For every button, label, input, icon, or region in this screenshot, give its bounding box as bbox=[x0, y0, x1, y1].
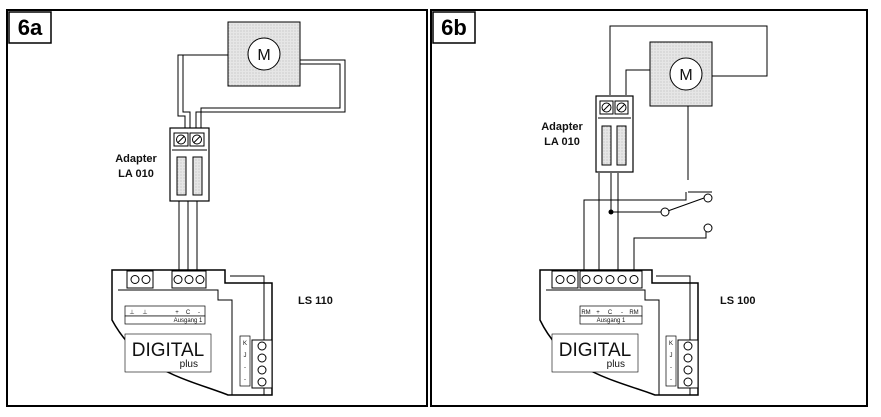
device-label: LS 110 bbox=[298, 295, 333, 307]
terminal-label: ⊥ bbox=[129, 309, 134, 316]
side-label: K bbox=[669, 341, 673, 347]
side-label: J bbox=[244, 353, 247, 359]
panel-tag-box bbox=[432, 11, 476, 44]
brand-main: DIGITAL bbox=[559, 340, 632, 361]
terminal-label: + bbox=[175, 310, 179, 316]
adapter-label: Adapter bbox=[115, 153, 157, 165]
brand-main: DIGITAL bbox=[132, 340, 205, 361]
terminal-label: - bbox=[621, 310, 623, 316]
side-label: - bbox=[670, 365, 672, 371]
switch-contact bbox=[703, 223, 713, 233]
junction-dot bbox=[608, 209, 614, 215]
panel-tag: 6a bbox=[18, 15, 43, 40]
switch-contact bbox=[703, 193, 713, 203]
decoder-ls110 bbox=[111, 269, 273, 396]
terminal-label: C bbox=[608, 310, 613, 316]
side-label: - bbox=[244, 365, 246, 371]
adapter-model-label: LA 010 bbox=[118, 168, 154, 180]
motor-wires bbox=[583, 25, 768, 270]
adapter-model-label: LA 010 bbox=[544, 136, 580, 148]
panel-tag-box bbox=[8, 11, 52, 44]
decoder-ls100 bbox=[539, 269, 699, 396]
brand-sub: plus bbox=[607, 359, 625, 370]
brand-sub: plus bbox=[180, 359, 198, 370]
motor-symbol: M bbox=[257, 47, 270, 64]
side-label: - bbox=[670, 377, 672, 383]
terminal-label: RM bbox=[581, 310, 590, 316]
terminal-label: - bbox=[198, 310, 200, 316]
side-label: - bbox=[244, 377, 246, 383]
output-label: Ausgang 1 bbox=[597, 318, 626, 324]
motor-wires bbox=[177, 54, 346, 130]
decoder-wires bbox=[178, 201, 198, 271]
terminal-label: + bbox=[596, 310, 600, 316]
device-label: LS 100 bbox=[720, 295, 755, 307]
terminal-label: C bbox=[186, 310, 191, 316]
panel-6a: 6a M Adapter LA 010 bbox=[6, 9, 428, 407]
side-label: K bbox=[243, 341, 247, 347]
panel-frame bbox=[6, 9, 428, 407]
motor-icon bbox=[247, 37, 281, 71]
motor-icon bbox=[669, 57, 703, 91]
side-label: J bbox=[670, 353, 673, 359]
motor-symbol: M bbox=[679, 67, 692, 84]
adapter-la010 bbox=[595, 95, 634, 173]
adapter-label: Adapter bbox=[541, 121, 583, 133]
switch-contact bbox=[660, 207, 670, 217]
adapter-la010 bbox=[169, 127, 210, 202]
terminal-label: ⊥ bbox=[142, 309, 147, 316]
panel-frame bbox=[430, 9, 868, 407]
panel-tag: 6b bbox=[441, 15, 467, 40]
terminal-label: RM bbox=[629, 310, 638, 316]
output-label: Ausgang 1 bbox=[174, 318, 203, 324]
panel-6b: 6b M bbox=[430, 9, 868, 407]
